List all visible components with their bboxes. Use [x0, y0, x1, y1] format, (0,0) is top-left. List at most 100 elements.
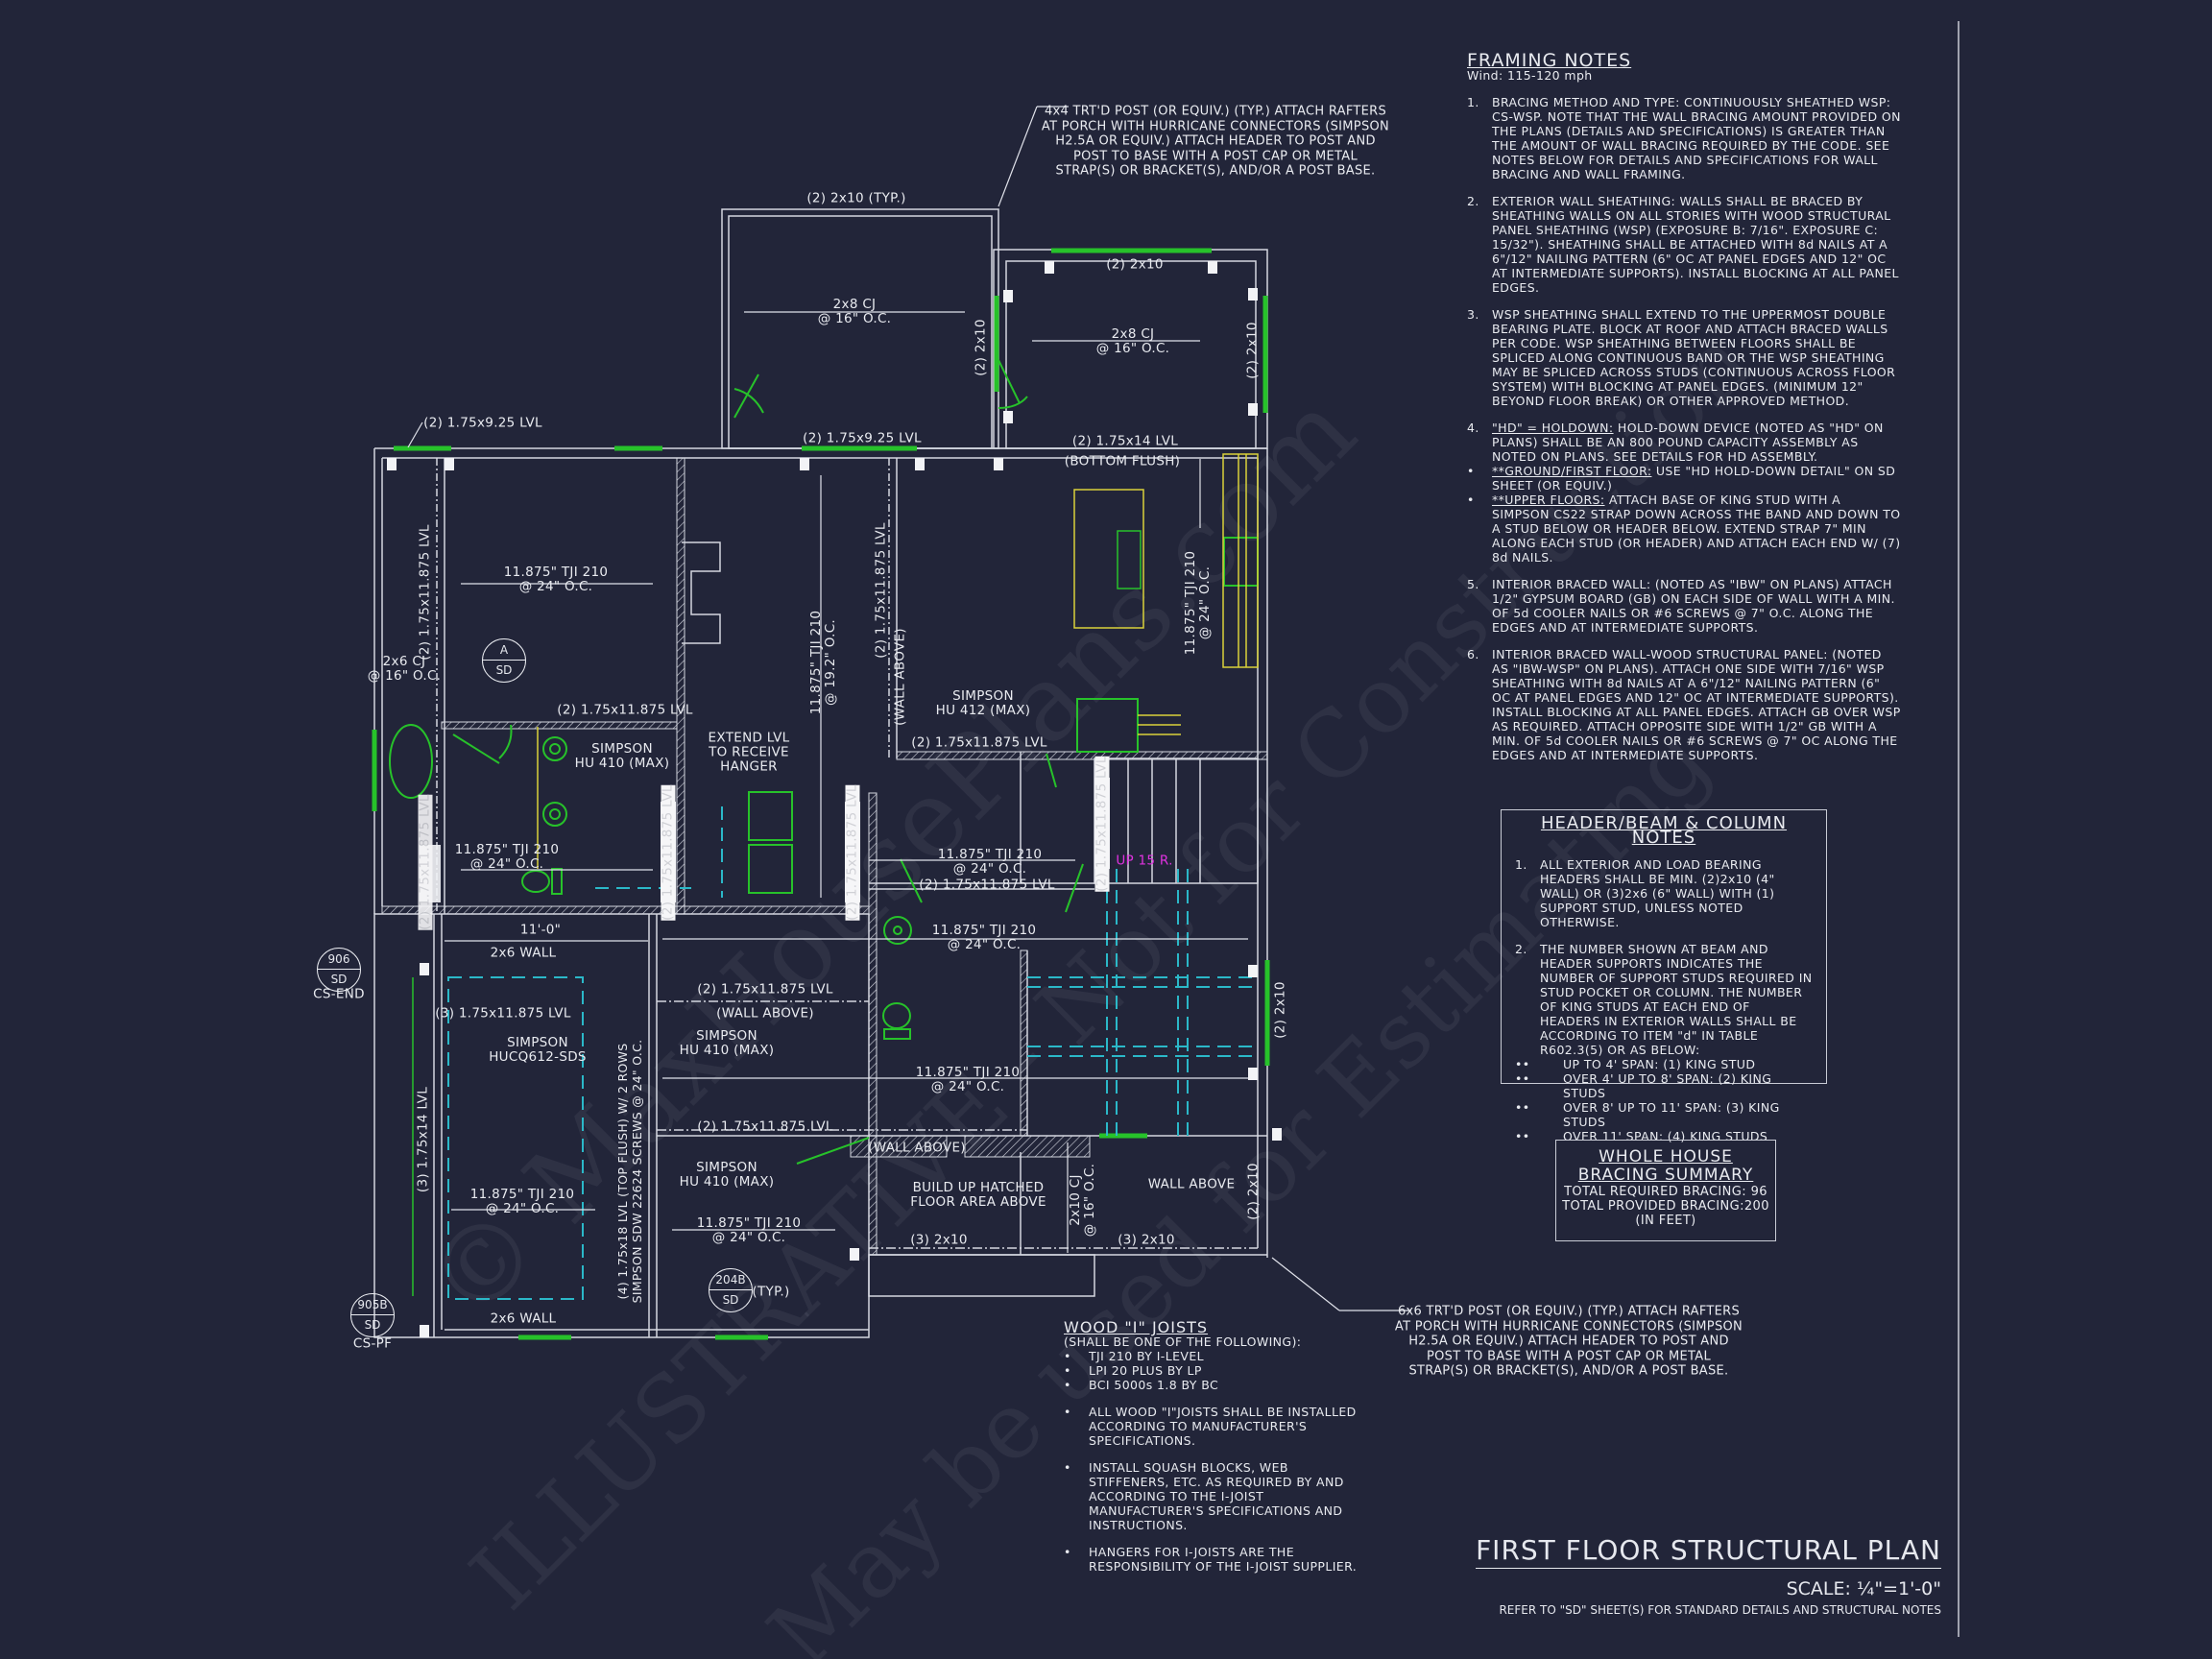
bullet: •	[1467, 493, 1475, 507]
beam-label: (2) 2x10 (TYP.)	[806, 190, 906, 206]
beam-note: (WALL ABOVE)	[716, 1005, 814, 1022]
note-text: EXTERIOR WALL SHEATHING: WALLS SHALL BE …	[1492, 194, 1899, 295]
detail-sheet: SD	[364, 1318, 381, 1332]
hanger-label: SIMPSON HU 410 (MAX)	[679, 1160, 775, 1190]
king-stud-rule: ••UP TO 4' SPAN: (1) KING STUD	[1515, 1057, 1813, 1071]
detail-callout[interactable]: 204B SD	[709, 1268, 753, 1312]
joist-label: 11.875" TJI 210 @ 24" O.C.	[915, 1065, 1021, 1094]
note-lead: "HD" = HOLDOWN:	[1492, 421, 1614, 435]
note-number: 3.	[1467, 307, 1479, 322]
joist-note: •HANGERS FOR I-JOISTS ARE THE RESPONSIBI…	[1064, 1545, 1371, 1574]
joist-label: 2x8 CJ @ 16" O.C.	[1095, 326, 1170, 356]
cabinets	[537, 453, 1259, 869]
bracing-units: (IN FEET)	[1635, 1214, 1696, 1228]
wall-label: 2x6 WALL	[490, 1310, 557, 1327]
beam-label: (2) 1.75x14 LVL	[1071, 433, 1179, 449]
joist-product: • TJI 210 BY I-LEVEL	[1064, 1349, 1371, 1363]
detail-callout[interactable]: A SD	[482, 638, 526, 683]
beam-label: (4) 1.75x18 LVL (TOP FLUSH) W/ 2 ROWS SI…	[615, 1039, 644, 1304]
bullet: ••	[1515, 1100, 1530, 1115]
hanger-label: SIMPSON HUCQ612-SDS	[489, 1035, 587, 1065]
detail-number: 204B	[709, 1269, 752, 1290]
joist-label: 11.875" TJI 210 @ 24" O.C.	[469, 1187, 575, 1216]
bullet: •	[1064, 1378, 1071, 1392]
bullet: ••	[1515, 1129, 1530, 1143]
hanger-label: SIMPSON HU 412 (MAX)	[935, 688, 1031, 718]
framing-note: 2.EXTERIOR WALL SHEATHING: WALLS SHALL B…	[1467, 194, 1901, 295]
note-number: 5.	[1467, 577, 1479, 591]
wall-label: 2x6 WALL	[490, 945, 557, 961]
drawing-title: FIRST FLOOR STRUCTURAL PLAN	[1476, 1534, 1941, 1569]
note-number: 4.	[1467, 421, 1479, 435]
detail-callout[interactable]: 905B SD	[350, 1293, 395, 1337]
porch-beam-openings	[372, 248, 1270, 1340]
detail-sheet: SD	[495, 663, 513, 677]
detail-note: CS-PF	[352, 1335, 393, 1352]
beam-note: (WALL ABOVE)	[892, 628, 908, 726]
beam-label: (2) 1.75x11.875 LVL	[697, 1118, 833, 1135]
joist-label: 11.875" TJI 210 @ 24" O.C.	[503, 565, 609, 594]
bracing-title: BRACING SUMMARY	[1577, 1166, 1754, 1185]
bullet: •	[1064, 1349, 1071, 1363]
bracing-required: TOTAL REQUIRED BRACING: 96	[1564, 1185, 1767, 1199]
beam-note: (BOTTOM FLUSH)	[1064, 453, 1181, 469]
hatched-walls	[381, 457, 1268, 1256]
post-6x6-callout: 6x6 TRT'D POST (OR EQUIV.) (TYP.) ATTACH…	[1394, 1304, 1743, 1379]
rule-text: OVER 4' UP TO 8' SPAN: (2) KING STUDS	[1563, 1071, 1772, 1100]
beam-label: (2) 1.75x11.875 LVL	[557, 702, 693, 718]
beam-label: (2) 1.75x11.875 LVL	[919, 877, 1055, 893]
note-text: BRACING METHOD AND TYPE: CONTINUOUSLY SH…	[1492, 95, 1901, 181]
framing-notes: FRAMING NOTES Wind: 115-120 mph 1.BRACIN…	[1467, 52, 1901, 763]
dimension-label: 11'-0"	[519, 922, 562, 938]
note-number: 6.	[1467, 647, 1479, 661]
product-text: TJI 210 BY I-LEVEL	[1089, 1349, 1204, 1363]
joist-label: 11.875" TJI 210 @ 24" O.C.	[696, 1215, 802, 1245]
detail-note: CS-END	[313, 986, 365, 1002]
rule-text: OVER 8' UP TO 11' SPAN: (3) KING STUDS	[1563, 1100, 1780, 1129]
beam-label: (2) 1.75x11.875 LVL	[417, 794, 433, 930]
joist-note: • INSTALL SQUASH BLOCKS, WEB STIFFENERS, …	[1064, 1460, 1371, 1532]
header-beam-notes: HEADER/BEAM & COLUMN NOTES 1.ALL EXTERIO…	[1501, 809, 1827, 1143]
bullet: •	[1064, 1460, 1071, 1475]
wood-joists-title: WOOD "I" JOISTS	[1064, 1318, 1209, 1336]
typ-label: (TYP.)	[752, 1284, 790, 1300]
product-text: BCI 5000s 1.8 BY BC	[1089, 1378, 1219, 1392]
detail-sheet: SD	[722, 1293, 739, 1307]
bullet: •	[1467, 464, 1475, 478]
note-text: WSP SHEATHING SHALL EXTEND TO THE UPPERM…	[1492, 307, 1896, 408]
detail-callout[interactable]: 906 SD	[317, 948, 361, 992]
header-label: (2) 2x10	[973, 319, 989, 376]
framing-subnote: •**UPPER FLOORS: ATTACH BASE OF KING STU…	[1467, 493, 1901, 565]
beam-label: (2) 1.75x11.875 LVL	[1094, 756, 1110, 892]
bracing-title: WHOLE HOUSE	[1599, 1147, 1733, 1166]
detail-number: 905B	[351, 1294, 394, 1315]
beam-label: (2) 1.75x11.875 LVL	[911, 734, 1047, 751]
bullet: •	[1064, 1405, 1071, 1419]
stairs-label: UP 15 R.	[1116, 853, 1173, 869]
header-label: (3) 2x10	[1118, 1232, 1175, 1248]
note-text: ALL EXTERIOR AND LOAD BEARING HEADERS SH…	[1540, 857, 1775, 929]
header-label: (2) 2x10	[1106, 256, 1164, 273]
beam-label: (2) 1.75x11.875 LVL	[660, 784, 676, 921]
dimension-arrows	[407, 106, 1411, 1311]
joist-label: 11.875" TJI 210 @ 24" O.C.	[454, 842, 560, 872]
joist-label: 2x8 CJ @ 16" O.C.	[817, 297, 892, 326]
beam-label: (3) 1.75x14 LVL	[415, 1086, 431, 1193]
doors-and-fixtures	[389, 359, 1259, 1165]
header-label: (2) 2x10	[1244, 322, 1261, 379]
joist-label: 11.875" TJI 210 @ 24" O.C.	[1183, 550, 1213, 656]
beam-label: (2) 1.75x11.875 LVL	[873, 522, 889, 659]
joist-label: 2x10 CJ @ 16" O.C.	[1068, 1163, 1097, 1238]
bullet: •	[1064, 1363, 1071, 1378]
beam-label: (2) 1.75x11.875 LVL	[697, 981, 833, 998]
note-text: USE "HD HOLD-DOWN DETAIL" ON SD SHEET (O…	[1492, 464, 1896, 493]
dashed-framing	[447, 806, 1258, 1300]
note-lead: **GROUND/FIRST FLOOR:	[1492, 464, 1652, 478]
wind-speed: Wind: 115-120 mph	[1467, 68, 1593, 83]
framing-note: 4."HD" = HOLDOWN: HOLD-DOWN DEVICE (NOTE…	[1467, 421, 1901, 464]
wood-joists-subtitle: (SHALL BE ONE OF THE FOLLOWING):	[1064, 1334, 1302, 1349]
header-note: 2.THE NUMBER SHOWN AT BEAM AND HEADER SU…	[1515, 942, 1813, 1057]
floor-note: BUILD UP HATCHED FLOOR AREA ABOVE	[910, 1180, 1046, 1210]
beam-label: (2) 1.75x11.875 LVL	[417, 524, 433, 661]
note-text: INSTALL SQUASH BLOCKS, WEB STIFFENERS, E…	[1089, 1460, 1344, 1532]
